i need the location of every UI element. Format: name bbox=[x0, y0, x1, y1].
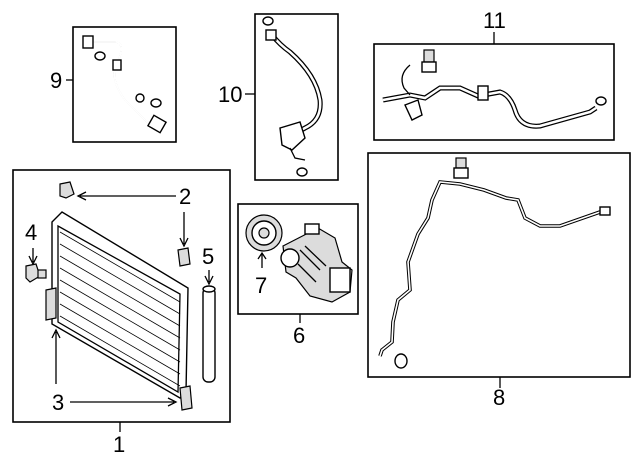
box-10 bbox=[254, 13, 339, 181]
liquid-line-8-inner bbox=[379, 181, 601, 357]
callout-3[interactable]: 3 bbox=[52, 390, 64, 415]
callout-10[interactable]: 10 bbox=[218, 82, 242, 107]
compressor-front bbox=[280, 248, 300, 268]
hose-9-clip bbox=[112, 59, 122, 71]
leader-5 bbox=[204, 270, 214, 286]
o-ring-10b bbox=[296, 167, 308, 177]
callout-2[interactable]: 2 bbox=[179, 184, 191, 209]
valve-body-8 bbox=[453, 167, 469, 179]
receiver-drier-top bbox=[202, 285, 216, 293]
o-ring-8 bbox=[394, 353, 408, 369]
leader-2-down bbox=[179, 212, 189, 248]
condenser-fins bbox=[59, 231, 181, 387]
hose-9-end bbox=[146, 114, 168, 134]
callout-1[interactable]: 1 bbox=[113, 432, 125, 457]
bracket-2-right bbox=[177, 247, 191, 267]
group-11: 11 bbox=[373, 8, 615, 141]
hose-10-block bbox=[279, 121, 306, 151]
hose-10-tube-inner bbox=[271, 34, 322, 137]
bracket-3-left bbox=[45, 287, 57, 321]
box-8 bbox=[367, 152, 631, 378]
callout-9[interactable]: 9 bbox=[50, 68, 62, 93]
valve-body-11 bbox=[421, 61, 437, 73]
clutch-pulley-hub bbox=[258, 227, 270, 239]
o-ring-10a bbox=[262, 16, 274, 26]
callout-5[interactable]: 5 bbox=[202, 244, 214, 269]
leader-2-top bbox=[76, 191, 176, 201]
callout-8[interactable]: 8 bbox=[493, 385, 505, 410]
compressor-ribs bbox=[297, 245, 327, 283]
group-9: 9 bbox=[50, 26, 177, 143]
compressor-block bbox=[329, 267, 351, 293]
hose-9-fitting bbox=[82, 35, 94, 49]
bracket-4-clip bbox=[37, 269, 47, 279]
condenser-inner-edge bbox=[57, 224, 181, 394]
hose-11-left-branch bbox=[401, 64, 411, 96]
bracket-3-right bbox=[179, 385, 193, 411]
group-1: 1 2 4 3 5 bbox=[12, 169, 231, 457]
valve-cap-8 bbox=[455, 157, 467, 169]
o-ring-9b bbox=[150, 98, 162, 108]
group-6: 6 7 bbox=[237, 203, 359, 348]
hose-11-tube-inner bbox=[382, 86, 597, 128]
o-ring-9c bbox=[135, 93, 145, 103]
bracket-4 bbox=[25, 263, 41, 283]
group-10: 10 bbox=[218, 13, 339, 181]
compressor-port-top bbox=[304, 223, 320, 235]
hose-11-clamp bbox=[477, 85, 489, 101]
bracket-2-top bbox=[59, 181, 75, 199]
leader-3-up bbox=[51, 328, 61, 384]
callout-4[interactable]: 4 bbox=[25, 220, 37, 245]
valve-cap-11 bbox=[423, 49, 435, 63]
group-8: 8 bbox=[367, 152, 631, 410]
callout-6[interactable]: 6 bbox=[293, 323, 305, 348]
hose-11-bracket bbox=[404, 99, 423, 121]
liquid-line-8-fitting bbox=[599, 206, 611, 216]
callout-11[interactable]: 11 bbox=[483, 8, 506, 33]
hose-10-top-fitting bbox=[265, 29, 277, 41]
callout-7[interactable]: 7 bbox=[255, 273, 267, 298]
leader-3-right bbox=[70, 397, 178, 407]
o-ring-9a bbox=[94, 51, 106, 61]
receiver-drier bbox=[202, 287, 216, 383]
leader-7-arrow bbox=[257, 251, 267, 268]
hose-10-lower-pipe bbox=[289, 147, 306, 161]
o-ring-11 bbox=[595, 96, 607, 106]
